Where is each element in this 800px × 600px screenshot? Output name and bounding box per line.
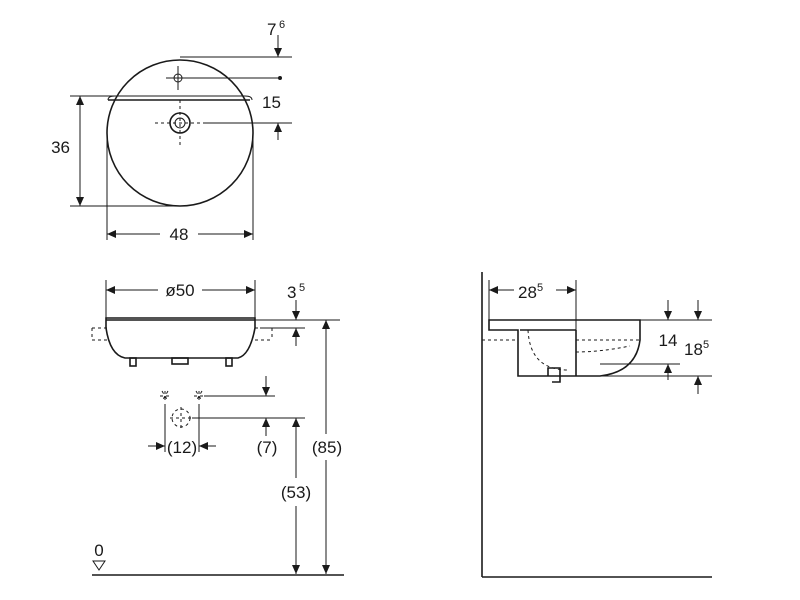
waste-side <box>547 367 561 383</box>
dim-projection-sup: 5 <box>537 282 543 294</box>
dim-rim-sup: 5 <box>299 282 305 294</box>
basin-outline-front <box>105 317 256 359</box>
dim-rim-label: 3 <box>287 283 296 302</box>
dim-width-label: 48 <box>170 225 189 244</box>
dim-projection-label: 28 <box>518 283 537 302</box>
valve-right <box>194 390 204 402</box>
dim-diameter-label: ø50 <box>165 281 194 300</box>
waste-connection <box>170 407 192 429</box>
side-view: 28 5 14 18 5 <box>481 272 712 578</box>
basin-outline-side <box>488 319 641 377</box>
dim-bowl-depth-label: 14 <box>659 331 678 350</box>
dim-hole-label: 15 <box>262 93 281 112</box>
dim-total-depth-sup: 5 <box>703 339 709 351</box>
top-view: 7 6 15 36 48 <box>51 19 292 244</box>
dim-rim-height-label: (85) <box>312 438 342 457</box>
dim-waste-height-label: (53) <box>281 483 311 502</box>
floor-level-marker <box>92 560 106 571</box>
floor-level-label: 0 <box>94 541 103 560</box>
bowl-rim-arc <box>107 95 253 101</box>
dim-total-depth-label: 18 <box>684 340 703 359</box>
front-view: ø50 3 5 <box>91 280 344 576</box>
dim-offset-sup: 6 <box>279 19 285 31</box>
dim-offset-label: 7 <box>267 20 276 39</box>
dim-valve-spacing-label: (12) <box>167 438 197 457</box>
dim-depth-label: 36 <box>51 138 70 157</box>
dim-valve-height-label: (7) <box>257 438 278 457</box>
valve-left <box>160 390 170 402</box>
